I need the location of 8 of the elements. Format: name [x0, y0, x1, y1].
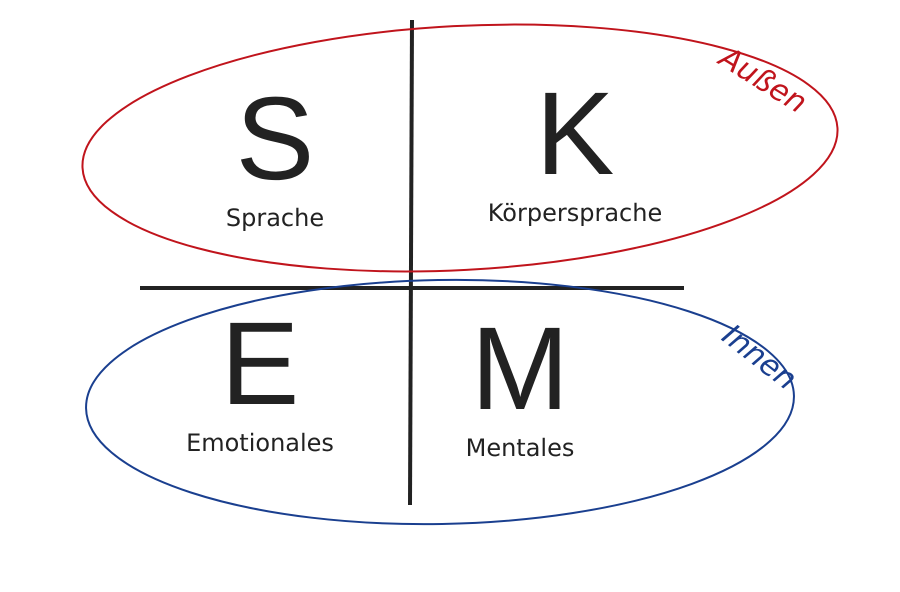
quadrant-letter: S — [236, 80, 314, 198]
quadrant-letter: M — [470, 310, 570, 428]
quadrant-letter: K — [536, 75, 614, 193]
quadrant-label: Emotionales — [186, 429, 334, 457]
quadrant-label: Körpersprache — [488, 199, 662, 227]
quadrant-letter: E — [220, 305, 300, 423]
quadrant-label: Mentales — [466, 434, 574, 462]
quadrant-label: Sprache — [226, 204, 324, 232]
